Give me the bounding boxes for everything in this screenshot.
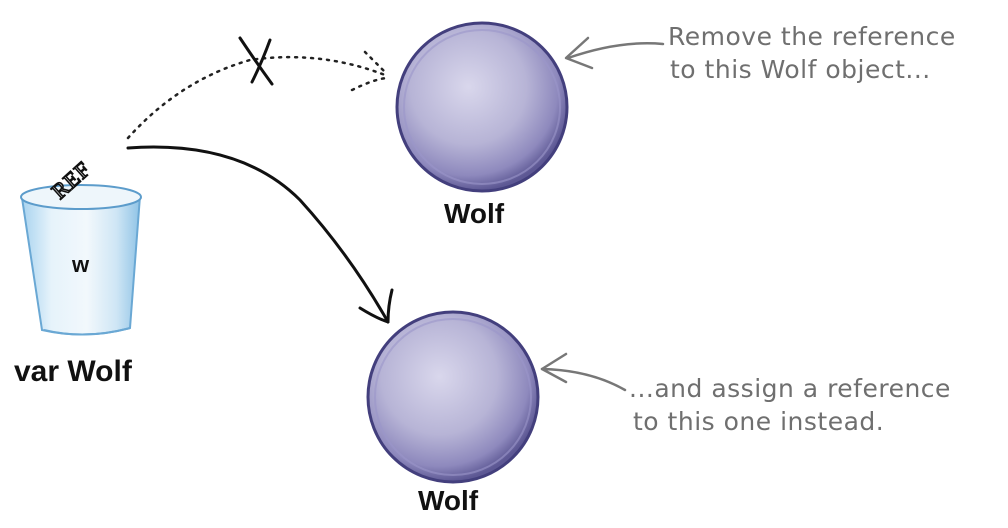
wolf-object-old — [397, 23, 567, 191]
annotation-arrow-bottom — [542, 354, 625, 390]
annotation-bottom-line2: to this one instead. — [633, 405, 951, 438]
annotation-top: Remove the reference to this Wolf object… — [668, 20, 956, 86]
annotation-bottom-line1: ...and assign a reference — [629, 372, 951, 405]
cup-variable-letter: w — [72, 252, 89, 278]
wolf-object-new — [368, 312, 538, 482]
annotation-bottom: ...and assign a reference to this one in… — [629, 372, 951, 438]
cross-mark-icon — [240, 38, 272, 84]
annotation-top-line2: to this Wolf object... — [670, 53, 956, 86]
new-reference-arrow — [128, 147, 392, 322]
annotation-top-line1: Remove the reference — [668, 20, 956, 53]
wolf-object-new-caption: Wolf — [418, 485, 478, 517]
variable-caption: var Wolf — [14, 355, 132, 389]
wolf-object-old-caption: Wolf — [444, 198, 504, 230]
annotation-arrow-top — [566, 38, 663, 68]
